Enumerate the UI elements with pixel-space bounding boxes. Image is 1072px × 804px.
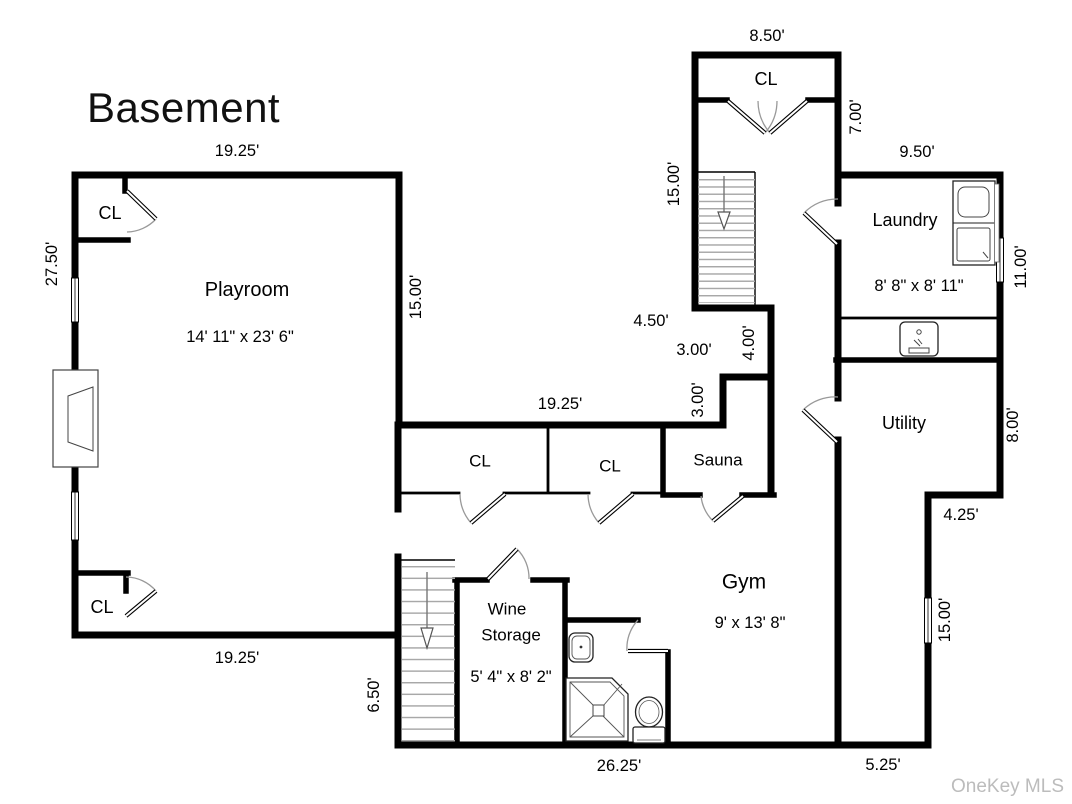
thin-walls — [397, 316, 1002, 495]
dim-playroom-top: 19.25' — [214, 141, 260, 160]
window — [924, 597, 932, 644]
dim-utility-step: 4.25' — [943, 505, 979, 524]
fireplace — [52, 369, 99, 468]
room-dims-wine-storage: 5' 4" x 8' 2" — [470, 667, 552, 686]
door-arcs — [125, 100, 839, 652]
dim-lower-stairs: 6.50' — [364, 677, 383, 713]
upper-stairs — [698, 176, 755, 303]
window — [71, 491, 79, 541]
dim-top-closet-depth: 7.00' — [846, 99, 865, 135]
room-label-playroom: Playroom — [204, 279, 290, 301]
dim-jog-width-a: 4.50' — [633, 311, 669, 330]
closet-label-playroom-lower: CL — [90, 597, 114, 617]
room-label-wine-storage-line2: Storage — [481, 625, 541, 645]
dim-top-closet-width: 8.50' — [749, 26, 785, 45]
dim-right-lower: 15.00' — [935, 597, 954, 643]
room-dims-playroom: 14' 11" x 23' 6" — [186, 327, 294, 346]
room-label-utility: Utility — [882, 413, 926, 433]
exterior-walls — [71, 51, 1004, 749]
dim-jog-height-b: 3.00' — [688, 382, 707, 418]
dim-jog-width-b: 3.00' — [676, 340, 712, 359]
dim-bottom-right: 5.25' — [865, 755, 901, 774]
dim-upper-stairs: 15.00' — [664, 161, 683, 207]
lower-stairs — [402, 566, 455, 742]
dim-laundry-width: 9.50' — [899, 142, 935, 161]
closet-label-playroom-upper: CL — [98, 203, 122, 223]
dim-mid-wall: 19.25' — [537, 394, 583, 413]
down-arrow-icon — [420, 627, 434, 651]
room-label-wine-storage-line1: Wine — [487, 599, 527, 619]
room-dims-gym: 9' x 13' 8" — [714, 613, 786, 632]
room-dims-laundry: 8' 8" x 8' 11" — [874, 276, 964, 295]
down-arrow-icon — [717, 211, 731, 231]
room-label-gym: Gym — [721, 570, 767, 594]
closet-label-mid-2: CL — [599, 456, 621, 476]
page-title: Basement — [87, 84, 281, 131]
closet-label-top: CL — [754, 69, 778, 89]
dim-playroom-right: 15.00' — [406, 274, 425, 320]
door-leaves — [124, 99, 839, 654]
utility-sink — [899, 321, 939, 357]
room-label-laundry: Laundry — [872, 210, 938, 230]
closet-label-mid-1: CL — [469, 451, 491, 471]
watermark: OneKey MLS — [951, 776, 1064, 797]
room-label-sauna: Sauna — [693, 450, 743, 470]
washer-dryer — [952, 180, 1000, 266]
interior-walls — [72, 97, 1003, 748]
shower — [565, 677, 629, 742]
dim-playroom-bottom: 19.25' — [214, 648, 260, 667]
dim-utility-depth: 8.00' — [1003, 407, 1022, 443]
toilet — [632, 696, 666, 744]
dim-bottom-main: 26.25' — [596, 756, 642, 775]
dim-playroom-left: 27.50' — [42, 241, 61, 287]
dim-jog-height-a: 4.00' — [739, 325, 758, 361]
bathroom-sink — [568, 632, 594, 663]
window — [71, 277, 79, 323]
dim-laundry-depth: 11.00' — [1011, 245, 1030, 289]
